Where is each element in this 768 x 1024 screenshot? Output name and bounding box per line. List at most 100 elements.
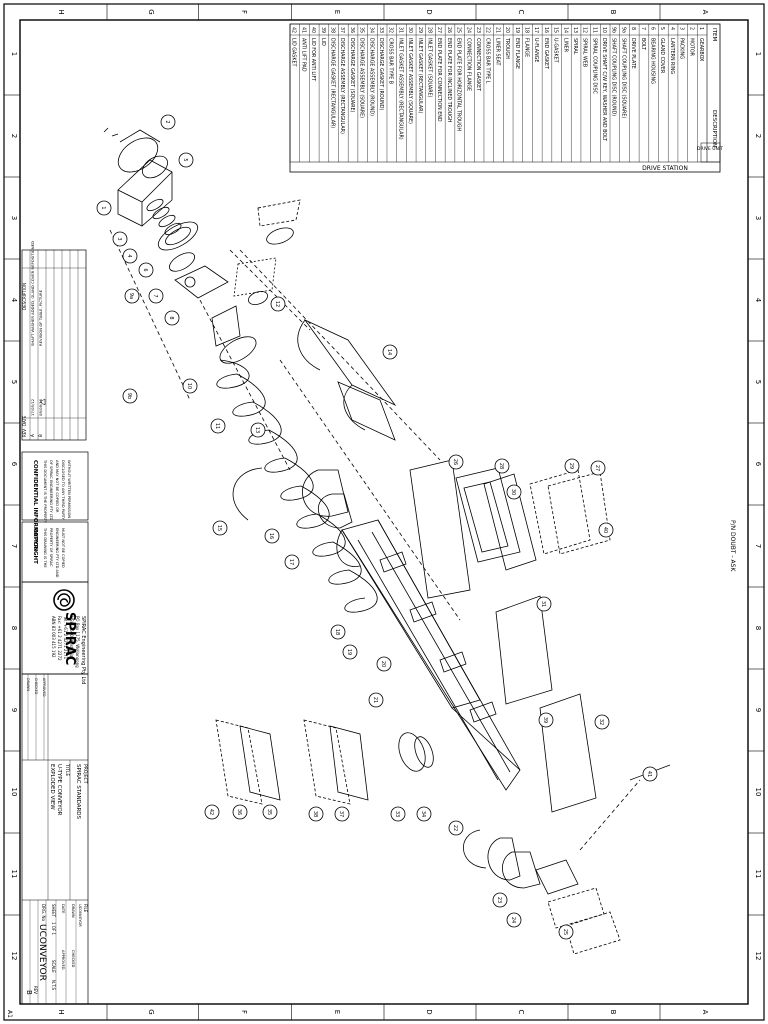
balloon-12: 12 xyxy=(270,296,286,312)
balloon-2: 2 xyxy=(160,114,176,130)
parts-item-desc: LINER SEAT xyxy=(494,38,500,66)
balloon-5: 5 xyxy=(178,152,194,168)
balloon-6: 6 xyxy=(138,262,154,278)
zone-row-label: 7 xyxy=(754,544,762,548)
zone-row-label: 4 xyxy=(10,298,18,303)
part-outline xyxy=(303,719,351,805)
zone-row-label: 10 xyxy=(10,788,18,797)
copyright-title: COPYRIGHT xyxy=(32,528,38,564)
balloon-label: 34 xyxy=(420,811,426,817)
zone-col-label: E xyxy=(333,10,341,14)
parts-item-desc: CROSS BAR TYPE L xyxy=(485,38,491,84)
parts-item-number: 7 xyxy=(640,27,646,30)
parts-item-number: 20 xyxy=(504,27,510,33)
rev-label: REV xyxy=(33,986,38,994)
balloon-28: 28 xyxy=(494,458,510,474)
parts-item-number: 41 xyxy=(300,27,306,33)
zone-col-label: H xyxy=(57,9,65,14)
balloon-label: 20 xyxy=(380,661,386,667)
parts-item-desc: GLAND COVER xyxy=(659,38,665,74)
copyright-text-line: ENGINEERING PTY LTD AND xyxy=(55,528,59,578)
balloon-18: 18 xyxy=(330,624,346,640)
parts-item-desc: U-FLANGE xyxy=(533,38,539,62)
zone-row-label: 5 xyxy=(754,380,762,384)
title-line-1: U-TYPE CONVEYOR xyxy=(56,764,62,816)
leader-line xyxy=(279,359,461,621)
parts-item-desc: END PLATE FOR INCLINED TROUGH xyxy=(446,38,452,123)
outer-frame xyxy=(3,3,765,1021)
parts-item-number: 31 xyxy=(397,27,403,33)
balloon-label: 32 xyxy=(598,719,604,725)
parts-item-desc: TROUGH xyxy=(504,37,510,59)
zone-col-label: B xyxy=(609,10,617,15)
balloon-label: 3 xyxy=(116,237,122,240)
balloon-33: 33 xyxy=(390,806,406,822)
balloon-9a: 9a xyxy=(124,288,140,304)
svg-text:DATE: DATE xyxy=(22,415,27,426)
zone-col-label: G xyxy=(147,9,155,14)
parts-item-desc: DRIVE PLATE xyxy=(630,38,636,69)
lid xyxy=(495,595,553,705)
title-field-label: CHECKED xyxy=(34,678,38,695)
balloon-label: 33 xyxy=(394,811,400,817)
balloon-label: 9a xyxy=(128,293,134,299)
parts-item-desc: LANTERN RING xyxy=(669,38,675,74)
parts-item-number: 29 xyxy=(417,27,423,33)
zone-row-label: 8 xyxy=(754,626,762,630)
part-outline xyxy=(165,226,191,246)
parts-group-label: DRIVE UNIT xyxy=(697,146,723,152)
gasket xyxy=(547,887,605,929)
balloon-label: 7 xyxy=(152,294,158,297)
zone-row-label: 1 xyxy=(10,52,18,56)
inlet-gasket-dashed xyxy=(529,469,591,555)
parts-item-number: 15 xyxy=(553,27,559,33)
gland-ring xyxy=(158,214,176,228)
balloon-callouts: 123456789a9b1011121314151617181920212223… xyxy=(96,114,658,940)
parts-item-desc: INLET GASKET (RECTANGULAR) xyxy=(417,38,423,113)
discharge-round xyxy=(398,732,426,772)
parts-item-number: 24 xyxy=(465,27,471,33)
company-address-line: NSW 2500, Australia xyxy=(69,616,74,658)
zone-row-label: 12 xyxy=(754,952,762,961)
end-flange xyxy=(502,851,541,889)
gland-ring xyxy=(146,198,164,212)
balloon-9b: 9b xyxy=(122,388,138,404)
balloon-label: 15 xyxy=(216,525,222,531)
parts-item-desc: DRIVE SHAFT C/W KEY, WASHER AND BOLT xyxy=(601,38,607,141)
part-outline xyxy=(119,129,161,143)
parts-item-number: 9a xyxy=(620,27,626,33)
scale-value: N.T.S xyxy=(51,980,56,991)
copyright-text-line: MUST NOT BE COPIED xyxy=(61,528,65,568)
zone-row-label: 4 xyxy=(754,298,762,303)
file-label: FILE xyxy=(83,904,88,913)
parts-row: 17U-FLANGE xyxy=(533,27,539,62)
company-address-line: Fax: +61 2 4271 2272 xyxy=(57,616,62,661)
balloon-label: 5 xyxy=(182,158,188,161)
balloon-41: 41 xyxy=(642,766,658,782)
parts-item-desc: PACKING xyxy=(679,38,685,59)
parts-item-desc: LINER xyxy=(562,38,568,53)
balloon-label: 6 xyxy=(142,268,148,271)
balloon-label: 41 xyxy=(646,771,652,777)
revision-desc: SHAFT WASHER ADDED, GLAND COVER REPOSITI… xyxy=(30,241,35,346)
zone-col-label: A xyxy=(701,10,709,15)
balloon-27: 27 xyxy=(590,460,606,476)
zone-row-label: 1 xyxy=(754,52,762,56)
u-gasket xyxy=(232,467,263,521)
spirac-logo xyxy=(53,589,75,611)
parts-item-desc: SPIRAL WEB xyxy=(582,38,588,67)
zone-row-label: 5 xyxy=(10,380,18,384)
balloon-label: 8 xyxy=(168,316,174,319)
project-value: SPIRAC STANDARDS xyxy=(75,764,81,820)
